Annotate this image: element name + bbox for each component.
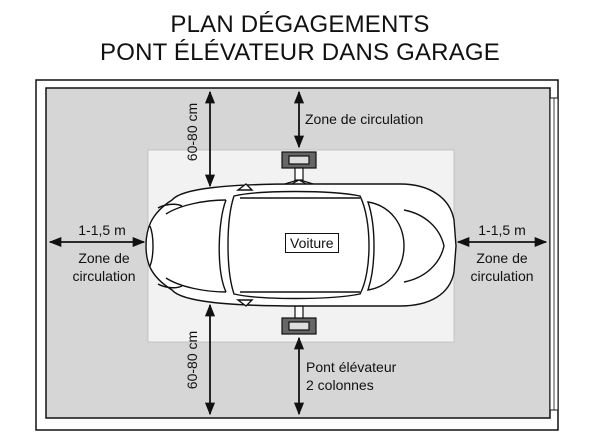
left-zone-line-1: Zone de <box>78 250 130 266</box>
right-zone-line-1: Zone de <box>476 250 528 266</box>
right-distance-label: 1-1,5 m <box>478 222 526 238</box>
diagram-title-line-2: PONT ÉLÉVATEUR DANS GARAGE <box>100 39 500 66</box>
lift-label-line-2: 2 colonnes <box>306 377 374 393</box>
bottom-clearance-label: 60-80 cm <box>184 330 200 390</box>
left-distance-label: 1-1,5 m <box>78 222 126 238</box>
car-label: Voiture <box>285 233 339 253</box>
left-zone-line-2: circulation <box>72 268 136 284</box>
top-circulation-label: Zone de circulation <box>305 111 424 127</box>
lift-label-line-1: Pont élévateur <box>306 359 397 375</box>
top-clearance-label: 60-80 cm <box>184 102 200 162</box>
diagram-title-line-1: PLAN DÉGAGEMENTS <box>170 11 430 38</box>
right-zone-line-2: circulation <box>470 268 534 284</box>
